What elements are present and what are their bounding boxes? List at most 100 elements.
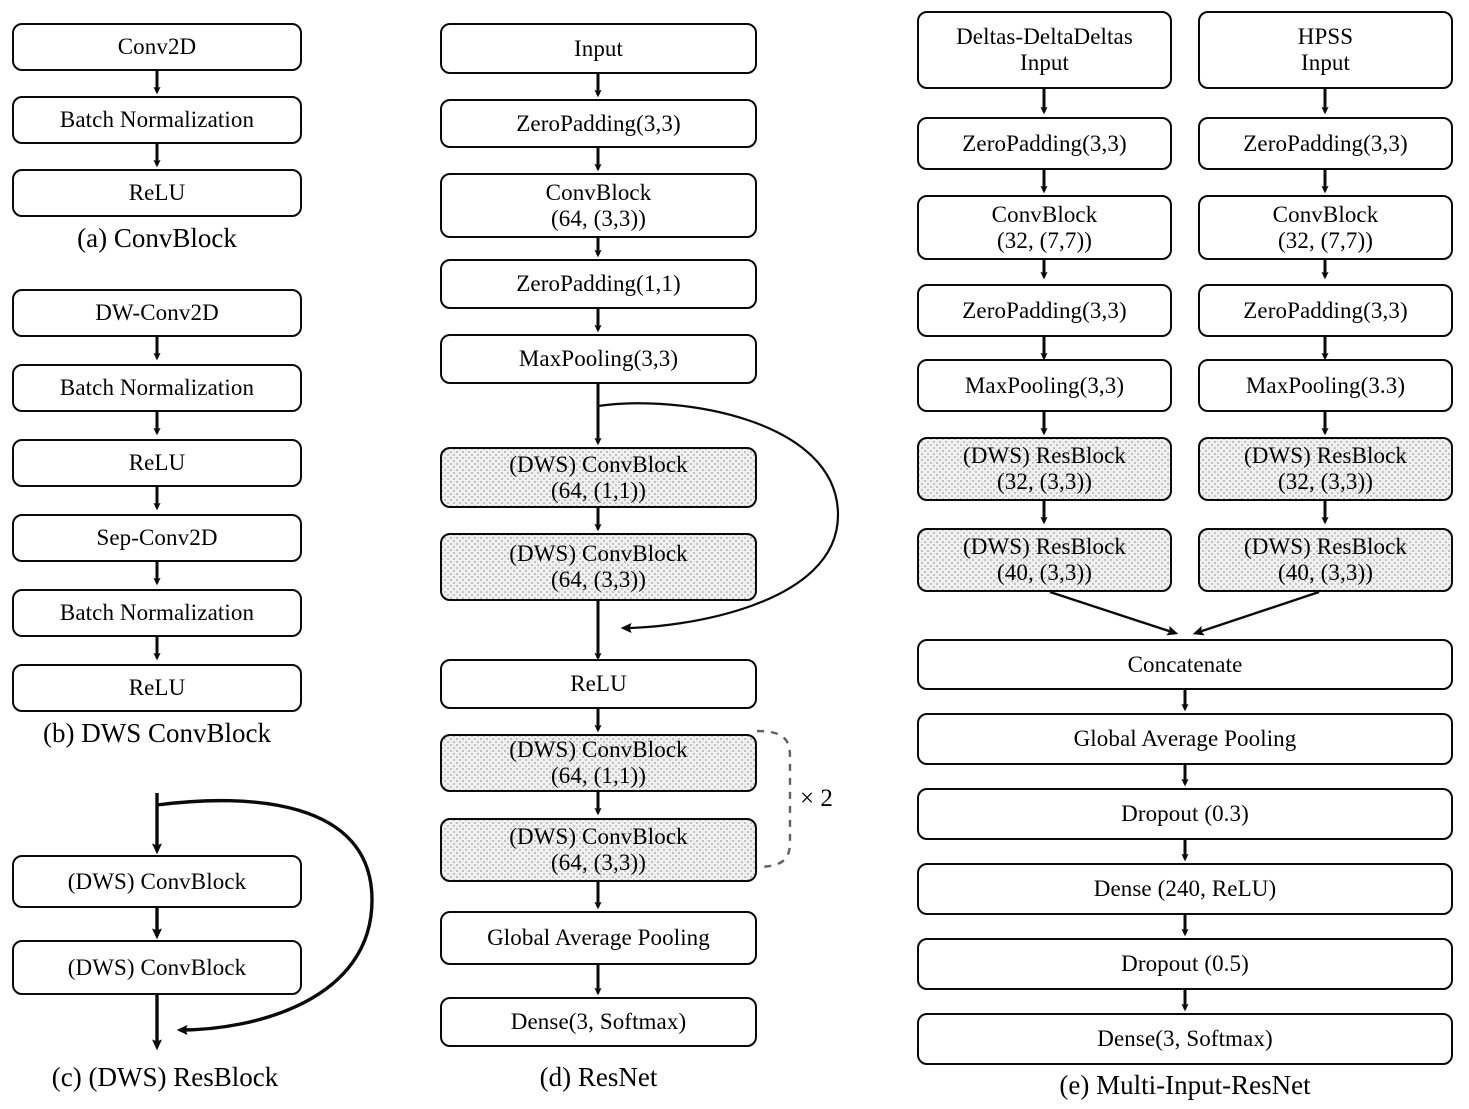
node-label: Concatenate bbox=[1127, 651, 1243, 677]
node-maxpooling-3-3[interactable]: MaxPooling(3,3) bbox=[440, 334, 757, 384]
node-label: ZeroPadding(3,3) bbox=[1243, 297, 1408, 323]
node-dws-resblock-40-3-3-r[interactable]: (DWS) ResBlock (40, (3,3)) bbox=[1198, 528, 1453, 592]
node-sep-conv2d[interactable]: Sep-Conv2D bbox=[12, 514, 302, 562]
node-dws-convblock-64-1-1-b[interactable]: (DWS) ConvBlock (64, (1,1)) bbox=[440, 734, 757, 792]
node-sublabel: (64, (3,3)) bbox=[551, 567, 646, 592]
node-zeropadding-3-3[interactable]: ZeroPadding(3,3) bbox=[440, 99, 757, 148]
node-label: DW-Conv2D bbox=[95, 300, 219, 326]
node-relu-d[interactable]: ReLU bbox=[440, 659, 757, 709]
node-batch-normalization[interactable]: Batch Normalization bbox=[12, 96, 302, 144]
node-label: ZeroPadding(1,1) bbox=[516, 271, 681, 297]
node-relu-1[interactable]: ReLU bbox=[12, 439, 302, 487]
node-zeropadding-3-3-r1[interactable]: ZeroPadding(3,3) bbox=[1198, 117, 1453, 170]
node-dw-conv2d[interactable]: DW-Conv2D bbox=[12, 289, 302, 337]
repeat-bracket bbox=[756, 729, 792, 869]
node-zeropadding-3-3-r2[interactable]: ZeroPadding(3,3) bbox=[1198, 284, 1453, 337]
node-dws-resblock-32-3-3-l[interactable]: (DWS) ResBlock (32, (3,3)) bbox=[917, 437, 1172, 501]
node-batch-normalization-2[interactable]: Batch Normalization bbox=[12, 589, 302, 637]
node-label: (DWS) ConvBlock bbox=[67, 954, 247, 980]
node-label: Sep-Conv2D bbox=[96, 525, 218, 551]
node-label: ConvBlock bbox=[545, 179, 652, 205]
node-sublabel: (64, (3,3)) bbox=[551, 205, 646, 231]
node-label: ConvBlock bbox=[991, 201, 1098, 227]
node-label: (DWS) ResBlock bbox=[962, 534, 1127, 560]
caption-panel-d: (d) ResNet bbox=[539, 1062, 658, 1092]
node-label: MaxPooling(3,3) bbox=[518, 346, 679, 372]
node-dense-3-softmax-d[interactable]: Dense(3, Softmax) bbox=[440, 997, 757, 1047]
node-dropout-03[interactable]: Dropout (0.3) bbox=[917, 788, 1453, 840]
node-convblock-64-3-3[interactable]: ConvBlock (64, (3,3)) bbox=[440, 173, 757, 238]
node-maxpooling-3-3-r[interactable]: MaxPooling(3.3) bbox=[1198, 359, 1453, 412]
node-label: Deltas-DeltaDeltas bbox=[956, 24, 1133, 50]
node-label: Conv2D bbox=[117, 34, 197, 60]
node-label: ZeroPadding(3,3) bbox=[962, 297, 1127, 323]
node-input[interactable]: Input bbox=[440, 23, 757, 74]
node-sublabel: (40, (3,3)) bbox=[1278, 560, 1373, 585]
node-label: Dense(3, Softmax) bbox=[510, 1009, 687, 1035]
node-relu[interactable]: ReLU bbox=[12, 169, 302, 217]
node-label: ReLU bbox=[570, 671, 627, 697]
node-label: ZeroPadding(3,3) bbox=[1243, 130, 1408, 156]
node-label: ReLU bbox=[128, 450, 186, 476]
node-zeropadding-1-1[interactable]: ZeroPadding(1,1) bbox=[440, 259, 757, 309]
node-label: Dropout (0.5) bbox=[1121, 951, 1249, 977]
node-global-average-pooling-d[interactable]: Global Average Pooling bbox=[440, 911, 757, 965]
node-dws-resblock-32-3-3-r[interactable]: (DWS) ResBlock (32, (3,3)) bbox=[1198, 437, 1453, 501]
caption-panel-a: (a) ConvBlock bbox=[77, 223, 237, 253]
node-sublabel: (64, (1,1)) bbox=[551, 763, 646, 788]
node-label: Dense (240, ReLU) bbox=[1093, 876, 1277, 902]
node-label: Dense(3, Softmax) bbox=[1097, 1026, 1273, 1052]
node-sublabel: (64, (1,1)) bbox=[551, 477, 646, 503]
node-label: (DWS) ResBlock bbox=[1243, 443, 1408, 469]
caption-panel-c: (c) (DWS) ResBlock bbox=[51, 1062, 279, 1092]
node-sublabel: Input bbox=[1019, 50, 1070, 75]
node-zeropadding-3-3-l2[interactable]: ZeroPadding(3,3) bbox=[917, 284, 1172, 337]
node-concatenate[interactable]: Concatenate bbox=[917, 639, 1453, 690]
node-convblock-32-7-7-l[interactable]: ConvBlock (32, (7,7)) bbox=[917, 195, 1172, 260]
node-global-average-pooling-e[interactable]: Global Average Pooling bbox=[917, 713, 1453, 765]
node-batch-normalization-1[interactable]: Batch Normalization bbox=[12, 364, 302, 412]
node-label: ReLU bbox=[128, 180, 186, 206]
node-label: Dropout (0.3) bbox=[1121, 801, 1249, 827]
node-label: MaxPooling(3,3) bbox=[964, 372, 1125, 398]
node-convblock-32-7-7-r[interactable]: ConvBlock (32, (7,7)) bbox=[1198, 195, 1453, 260]
node-label: HPSS bbox=[1297, 24, 1354, 50]
node-sublabel: (32, (3,3)) bbox=[997, 469, 1092, 494]
node-dws-convblock-64-3-3-b[interactable]: (DWS) ConvBlock (64, (3,3)) bbox=[440, 818, 757, 882]
caption-panel-e: (e) Multi-Input-ResNet bbox=[1059, 1070, 1311, 1100]
node-dropout-05[interactable]: Dropout (0.5) bbox=[917, 938, 1453, 990]
node-dws-convblock-c2[interactable]: (DWS) ConvBlock bbox=[12, 940, 302, 995]
node-dws-convblock-64-3-3-a[interactable]: (DWS) ConvBlock (64, (3,3)) bbox=[440, 533, 757, 601]
node-label: ZeroPadding(3,3) bbox=[962, 130, 1127, 156]
node-label: MaxPooling(3.3) bbox=[1245, 372, 1406, 398]
node-conv2d[interactable]: Conv2D bbox=[12, 23, 302, 71]
node-dense-240-relu[interactable]: Dense (240, ReLU) bbox=[917, 863, 1453, 915]
node-dws-convblock-c1[interactable]: (DWS) ConvBlock bbox=[12, 855, 302, 908]
node-label: Global Average Pooling bbox=[1073, 726, 1297, 752]
node-dws-resblock-40-3-3-l[interactable]: (DWS) ResBlock (40, (3,3)) bbox=[917, 528, 1172, 592]
node-zeropadding-3-3-l1[interactable]: ZeroPadding(3,3) bbox=[917, 117, 1172, 170]
node-label: Input bbox=[573, 35, 624, 61]
node-sublabel: (64, (3,3)) bbox=[551, 850, 646, 875]
node-label: (DWS) ResBlock bbox=[1243, 534, 1408, 560]
node-maxpooling-3-3-l[interactable]: MaxPooling(3,3) bbox=[917, 359, 1172, 412]
node-label: ReLU bbox=[128, 675, 186, 701]
node-sublabel: (40, (3,3)) bbox=[997, 560, 1092, 585]
node-sublabel: (32, (7,7)) bbox=[1278, 227, 1373, 253]
caption-panel-b: (b) DWS ConvBlock bbox=[43, 718, 271, 748]
node-label: Global Average Pooling bbox=[487, 925, 710, 951]
node-hpss-input[interactable]: HPSS Input bbox=[1198, 11, 1453, 89]
node-dws-convblock-64-1-1-a[interactable]: (DWS) ConvBlock (64, (1,1)) bbox=[440, 447, 757, 508]
node-label: (DWS) ConvBlock bbox=[509, 541, 688, 567]
node-relu-2[interactable]: ReLU bbox=[12, 664, 302, 712]
repeat-count-label: × 2 bbox=[800, 785, 833, 812]
node-dense-3-softmax-e[interactable]: Dense(3, Softmax) bbox=[917, 1013, 1453, 1065]
node-label: (DWS) ConvBlock bbox=[509, 824, 688, 850]
node-deltas-deltadeltas-input[interactable]: Deltas-DeltaDeltas Input bbox=[917, 11, 1172, 89]
panel-c-arrows bbox=[151, 793, 374, 1051]
node-sublabel: (32, (7,7)) bbox=[997, 227, 1092, 253]
node-sublabel: (32, (3,3)) bbox=[1278, 469, 1373, 494]
node-label: ZeroPadding(3,3) bbox=[516, 110, 681, 136]
node-label: (DWS) ConvBlock bbox=[509, 737, 688, 763]
